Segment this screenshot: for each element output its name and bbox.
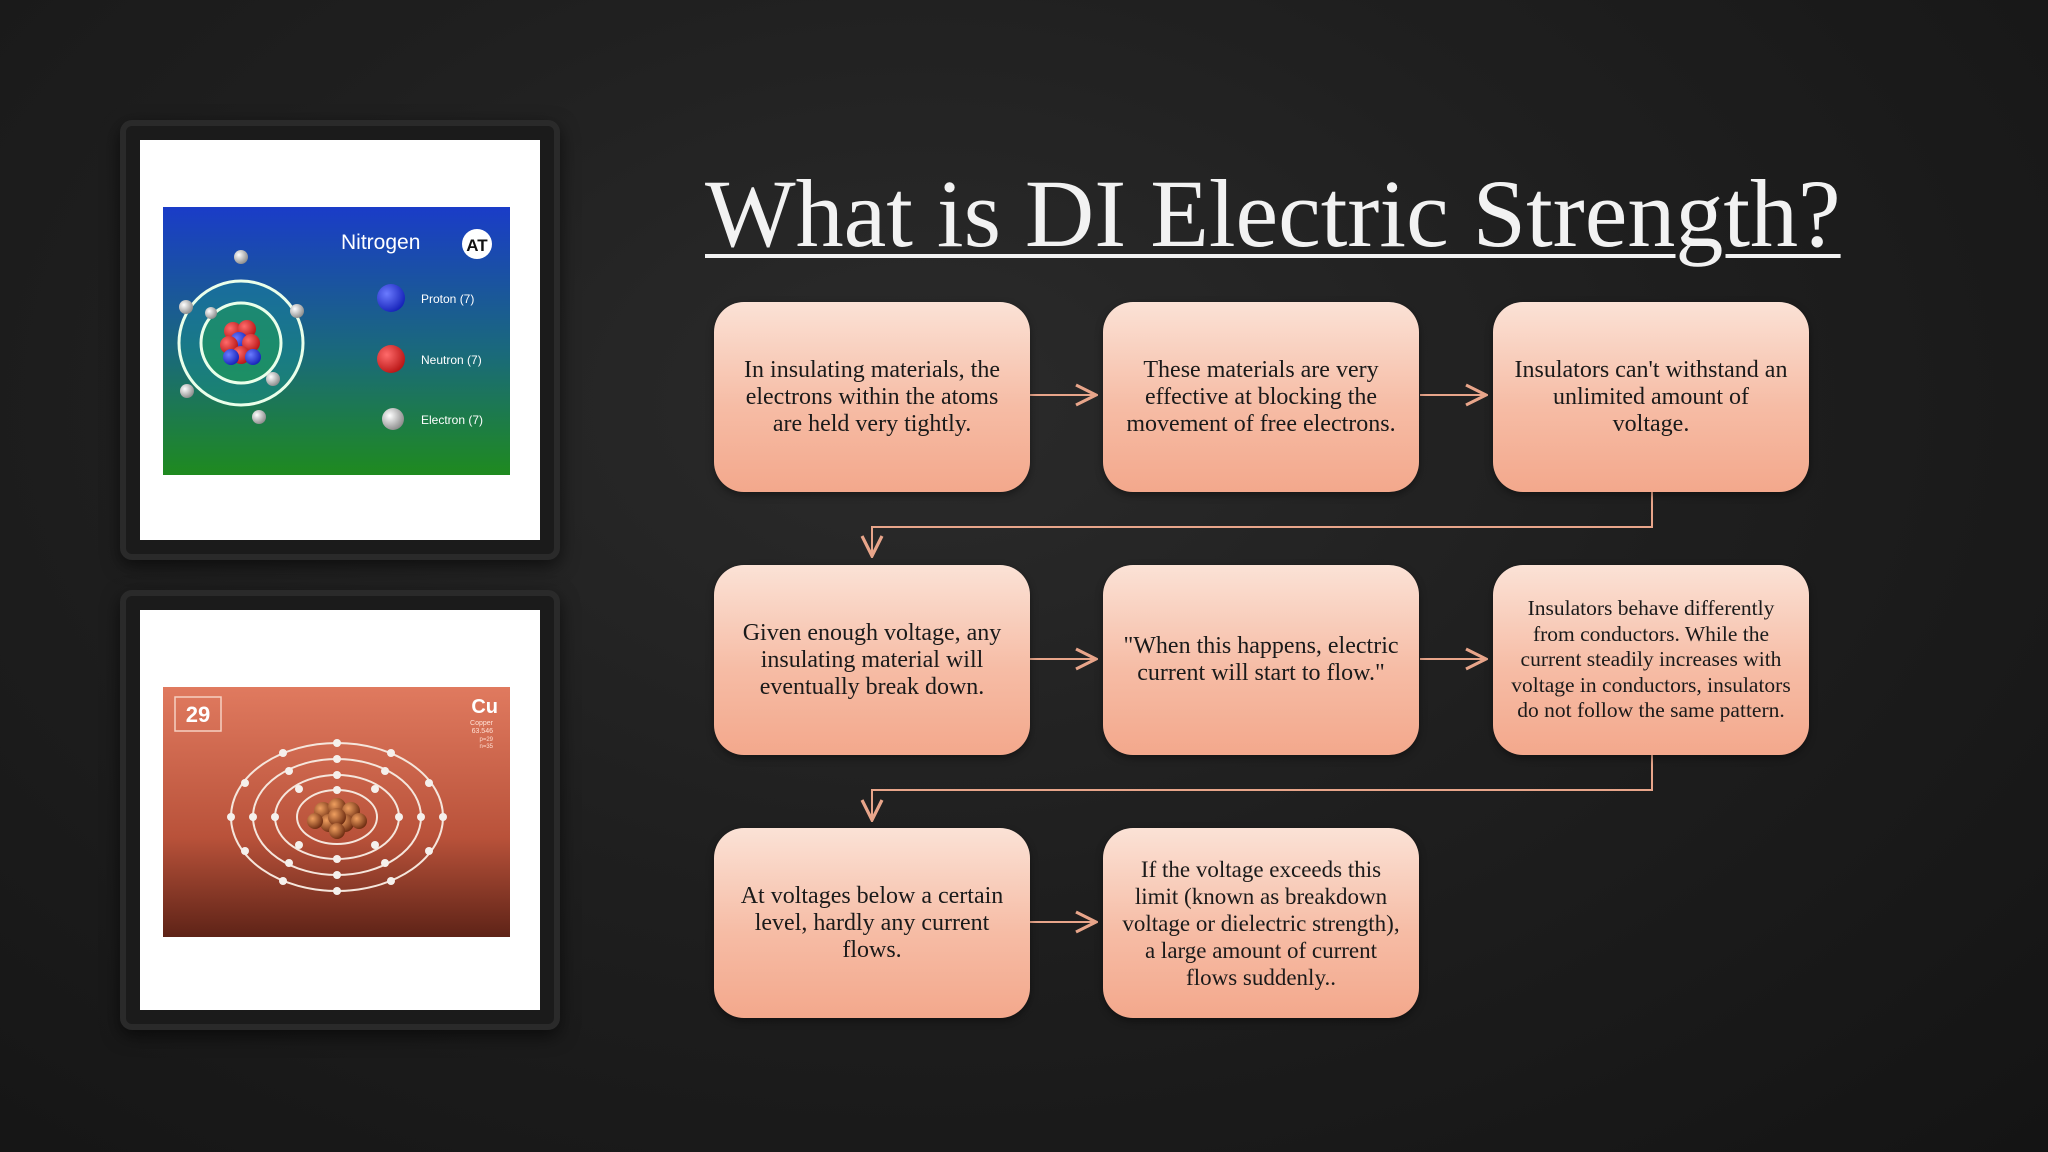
element-detail-protons: p=29: [479, 737, 493, 743]
page-title: What is DI Electric Strength?: [705, 160, 1841, 267]
nucleus: [220, 320, 261, 365]
flow-step-2: These materials are very effective at bl…: [1103, 302, 1419, 492]
flow-step-5: "When this happens, electric current wil…: [1103, 565, 1419, 755]
neutron-legend-icon: [377, 345, 405, 373]
badge-circle: [462, 229, 492, 259]
copper-atom-illustration: 29 Cu Copper 63.546 p=29 n=35: [163, 687, 510, 937]
copper-image-frame: 29 Cu Copper 63.546 p=29 n=35: [120, 590, 560, 1030]
flow-step-8: If the voltage exceeds this limit (known…: [1103, 828, 1419, 1018]
electron: [290, 304, 304, 318]
proton-legend-icon: [377, 284, 405, 312]
legend-neutron: Neutron (7): [421, 353, 482, 367]
electron: [234, 250, 248, 264]
nitrogen-image: Nitrogen AT Proton (7) Neutron (7) Elect…: [140, 140, 540, 540]
element-detail-mass: 63.546: [472, 728, 494, 735]
element-name: Nitrogen: [341, 231, 420, 254]
arrow-step6-step7: [872, 753, 1653, 820]
atomic-number-box: [174, 696, 222, 732]
arrow-step3-step4: [872, 490, 1653, 556]
flow-step-6: Insulators behave differently from condu…: [1493, 565, 1809, 755]
electron: [266, 372, 280, 386]
copper-electrons: [227, 739, 447, 895]
element-symbol: Cu: [471, 696, 498, 718]
element-detail-neutrons: n=35: [479, 744, 493, 750]
copper-nucleus: [307, 798, 367, 839]
legend-electron: Electron (7): [421, 413, 483, 427]
legend-proton: Proton (7): [421, 292, 474, 306]
flow-step-3: Insulators can't withstand an unlimited …: [1493, 302, 1809, 492]
atomic-number: 29: [186, 702, 210, 727]
nitrogen-image-frame: Nitrogen AT Proton (7) Neutron (7) Elect…: [120, 120, 560, 560]
electron: [180, 384, 194, 398]
electron: [205, 307, 217, 319]
nitrogen-atom-illustration: Nitrogen AT Proton (7) Neutron (7) Elect…: [163, 207, 510, 475]
badge-text: AT: [466, 236, 488, 255]
electron-legend-icon: [382, 408, 404, 430]
electron: [252, 410, 266, 424]
flow-step-4: Given enough voltage, any insulating mat…: [714, 565, 1030, 755]
flow-step-7: At voltages below a certain level, hardl…: [714, 828, 1030, 1018]
copper-image: 29 Cu Copper 63.546 p=29 n=35: [140, 610, 540, 1010]
element-detail-name: Copper: [470, 720, 494, 727]
flow-step-1: In insulating materials, the electrons w…: [714, 302, 1030, 492]
electron: [179, 300, 193, 314]
